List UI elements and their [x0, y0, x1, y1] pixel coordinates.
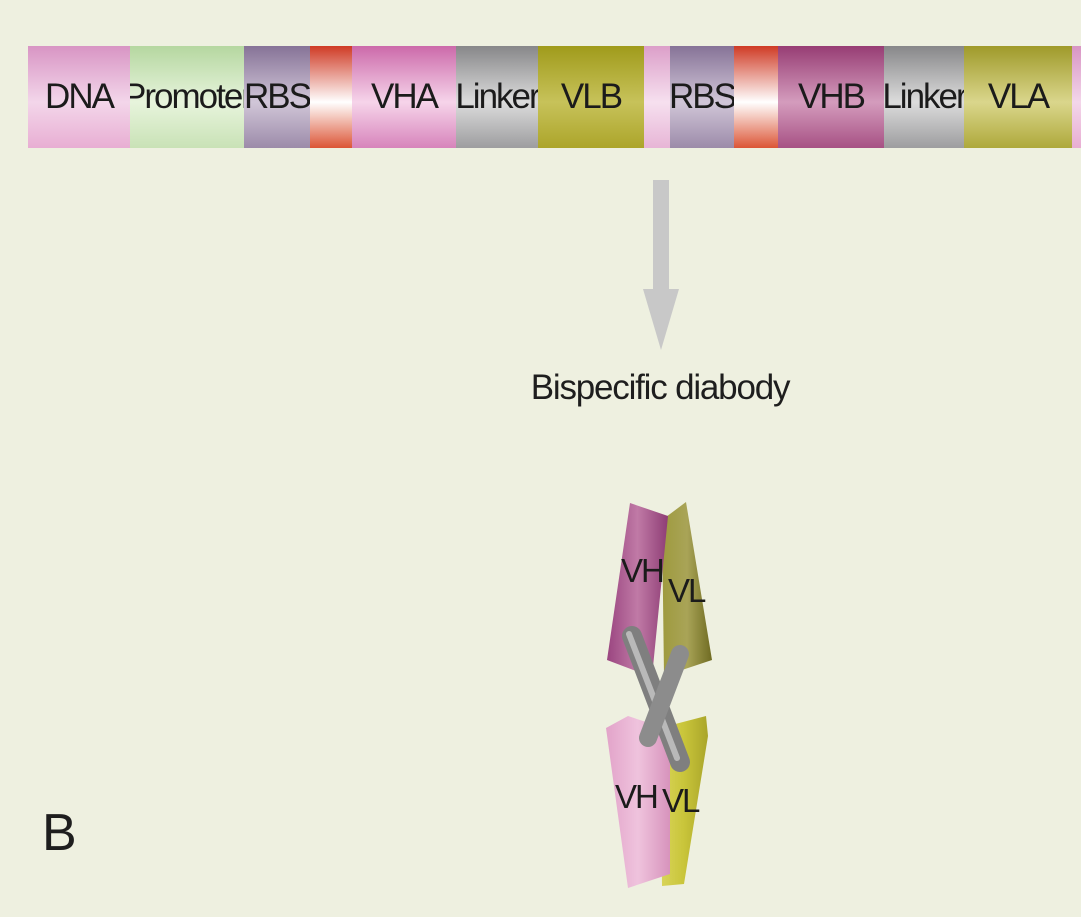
label-vl-top: VL [668, 572, 706, 609]
label-vh-bottom: VH [615, 778, 657, 815]
label-vh-top: VH [621, 552, 663, 589]
panel-letter: B [42, 803, 77, 863]
label-vl-bottom: VL [662, 782, 700, 819]
